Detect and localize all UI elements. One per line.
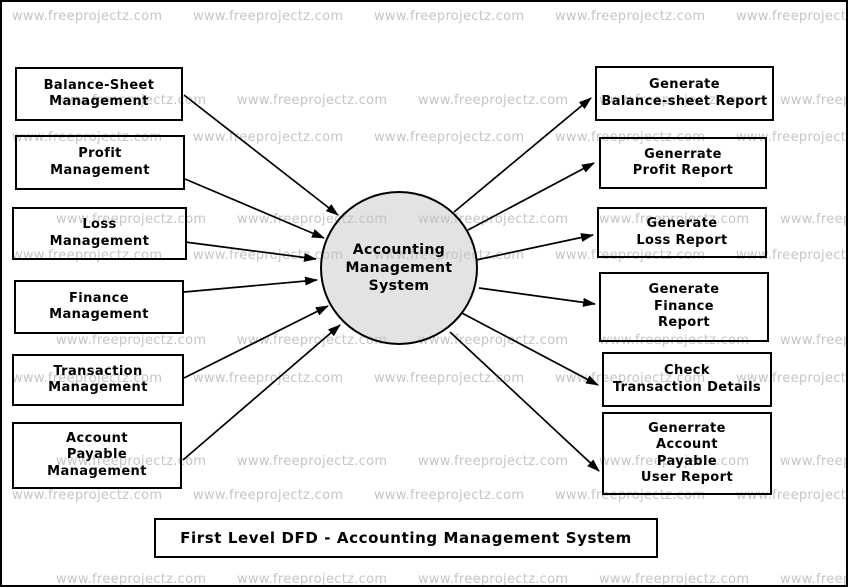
entity-label: Generrate Account Payable User Report — [640, 420, 734, 486]
entity-label: Finance Management — [49, 290, 149, 323]
entity-label: Transaction Management — [48, 363, 148, 396]
external-entity-loss-management: Loss Management — [12, 207, 187, 260]
diagram-title: First Level DFD - Accounting Management … — [180, 528, 632, 547]
external-entity-profit-management: Profit Management — [15, 135, 185, 190]
output-generate-loss-report: Generate Loss Report — [597, 207, 767, 258]
process-label: Accounting Management System — [345, 242, 453, 294]
entity-label: Generate Loss Report — [636, 216, 728, 248]
entity-label: Generate Balance-sheet Report — [601, 77, 768, 109]
entity-label: Profit Management — [50, 146, 150, 178]
output-check-transaction-details: Check Transaction Details — [602, 352, 772, 407]
flow-process-to-generate-finance-report — [478, 287, 596, 307]
external-entity-balance-sheet-management: Balance-Sheet Management — [15, 67, 183, 121]
output-generate-balance-sheet-report: Generate Balance-sheet Report — [595, 66, 774, 121]
flow-process-to-generate-balance-sheet-report — [453, 97, 592, 213]
process-accounting-management-system: Accounting Management System — [320, 191, 478, 345]
flow-loss-management-to-process — [184, 241, 317, 262]
flow-profit-management-to-process — [184, 178, 325, 239]
flow-finance-management-to-process — [183, 276, 318, 293]
output-generrate-account-payable-user-report: Generrate Account Payable User Report — [602, 412, 772, 495]
external-entity-finance-management: Finance Management — [14, 280, 184, 334]
output-generate-finance-report: Generate Finance Report — [599, 272, 769, 342]
entity-label: Check Transaction Details — [612, 363, 762, 395]
flow-transaction-management-to-process — [183, 305, 329, 379]
flow-balance-sheet-management-to-process — [183, 94, 339, 216]
entity-label: Generate Finance Report — [648, 282, 720, 331]
external-entity-transaction-management: Transaction Management — [12, 354, 184, 406]
diagram-title-box: First Level DFD - Accounting Management … — [154, 518, 658, 558]
external-entity-account-payable-management: Account Payable Management — [12, 422, 182, 489]
entity-label: Balance-Sheet Management — [43, 77, 155, 110]
flow-process-to-check-transaction-details — [459, 311, 599, 386]
entity-label: Generrate Profit Report — [632, 146, 734, 179]
output-generrate-profit-report: Generrate Profit Report — [599, 137, 767, 189]
flow-account-payable-management-to-process — [182, 324, 341, 461]
entity-label: Account Payable Management — [47, 430, 147, 479]
flow-process-to-generrate-profit-report — [467, 162, 595, 231]
flow-process-to-generate-loss-report — [475, 233, 594, 261]
entity-label: Loss Management — [49, 217, 150, 249]
flow-process-to-generrate-account-payable-user-report — [449, 331, 600, 472]
